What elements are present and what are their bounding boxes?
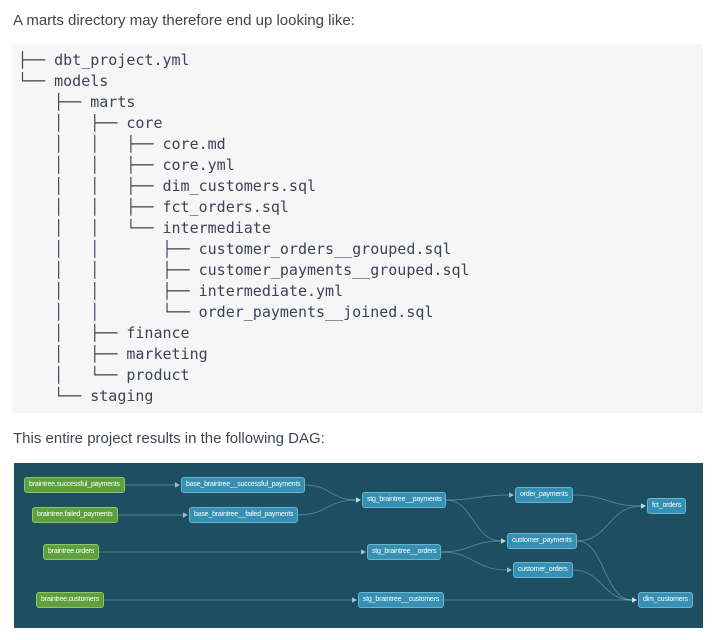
dag-node-braintree-failed-payments[interactable]: braintree.failed_payments (32, 507, 118, 523)
dag-edge-arrow-icon (632, 597, 637, 603)
dag-node-fct-orders[interactable]: fct_orders (647, 498, 687, 514)
dag-node-stg-braintree-orders[interactable]: stg_braintree__orders (367, 544, 442, 560)
dag-node-stg-braintree-customers[interactable]: stg_braintree__customers (358, 592, 445, 608)
intro-marts-text: A marts directory may therefore end up l… (13, 12, 355, 29)
dag-node-customer-payments[interactable]: customer_payments (507, 533, 577, 549)
dag-edge (297, 499, 357, 516)
dag-edge-arrow-icon (356, 497, 361, 503)
dag-edge-arrow-icon (507, 567, 512, 573)
dag-node-braintree-orders[interactable]: braintree.orders (43, 544, 100, 560)
dag-edge (576, 540, 633, 601)
dag-edge-arrow-icon (509, 492, 514, 498)
directory-tree-code-block: ├── dbt_project.yml └── models ├── marts… (12, 44, 703, 413)
dag-node-customer-orders[interactable]: customer_orders (513, 562, 573, 578)
dag-edge (440, 540, 502, 553)
dag-edge-arrow-icon (361, 549, 366, 555)
dag-node-braintree-customers[interactable]: braintree.customers (36, 592, 105, 608)
dag-node-stg-braintree-payments[interactable]: stg_braintree__payments (362, 492, 447, 508)
dag-edge (445, 494, 510, 501)
dag-edge (440, 551, 508, 571)
dag-edge-arrow-icon (352, 597, 357, 603)
directory-tree: ├── dbt_project.yml └── models ├── marts… (18, 51, 470, 405)
dag-edge (445, 499, 502, 542)
dag-node-base-braintree-successful-payments[interactable]: base_braintree__successful_payments (181, 477, 306, 493)
dag-node-dim-customers[interactable]: dim_customers (638, 592, 693, 608)
dag-edge (572, 569, 633, 601)
dag-edge-arrow-icon (183, 512, 188, 518)
dag-edge (576, 505, 642, 542)
dag-edge-arrow-icon (501, 538, 506, 544)
dag-graph: braintree.successful_payments braintree.f… (14, 463, 703, 628)
dag-edge (572, 494, 642, 507)
dag-edge-arrow-icon (175, 482, 180, 488)
dag-edges (99, 482, 646, 603)
dag-node-base-braintree-failed-payments[interactable]: base_braintree__failed_payments (189, 507, 299, 523)
dag-edge-arrow-icon (641, 503, 646, 509)
dag-node-braintree-successful-payments[interactable]: braintree.successful_payments (24, 477, 125, 493)
dag-node-order-payments[interactable]: order_payments (515, 487, 573, 503)
intro-dag-text: This entire project results in the follo… (13, 430, 325, 447)
dag-edge (304, 484, 357, 501)
